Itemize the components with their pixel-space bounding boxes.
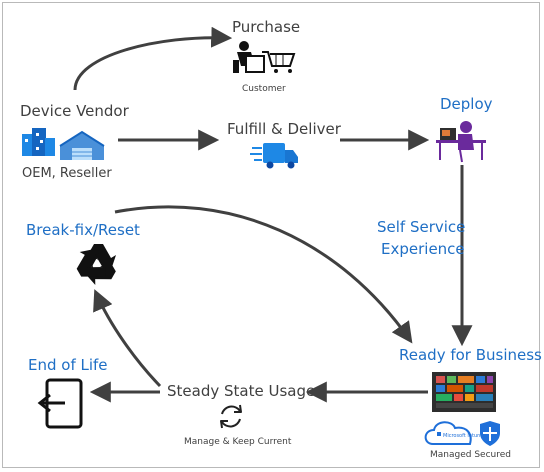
refresh-icon: [220, 404, 242, 429]
shield-icon: [480, 421, 500, 446]
exit-door-icon: [37, 378, 83, 429]
device-vendor-label: Device Vendor: [20, 102, 129, 120]
windows-start-screen-icon: [432, 372, 496, 412]
deploy-label: Deploy: [440, 95, 493, 113]
building-icon: [22, 128, 55, 156]
managed-secured-label: Managed Secured: [430, 450, 511, 460]
ready-for-business-label: Ready for Business: [399, 346, 542, 364]
manage-keep-current-label: Manage & Keep Current: [184, 437, 292, 447]
end-of-life-label: End of Life: [28, 356, 108, 374]
fulfill-deliver-label: Fulfill & Deliver: [227, 120, 341, 138]
customer-label: Customer: [242, 84, 286, 94]
self-service-label-line2: Experience: [381, 240, 465, 258]
break-fix-label: Break-fix/Reset: [26, 221, 140, 239]
cloud-intune-icon: Microsoft Intune: [424, 421, 483, 445]
steady-state-label: Steady State Usage: [167, 382, 316, 400]
arrow-steady-to-breakfix: [93, 289, 162, 388]
intune-label: Microsoft Intune: [443, 433, 483, 439]
arrow-breakfix-to-ready: [114, 205, 413, 344]
delivery-truck-icon: [250, 143, 298, 169]
warehouse-icon: [59, 130, 105, 160]
recycle-icon: [76, 244, 116, 285]
user-at-desk-icon: [436, 121, 486, 163]
purchase-label: Purchase: [232, 18, 301, 36]
customer-cart-icon: [233, 41, 296, 73]
self-service-label-line1: Self Service: [377, 218, 466, 236]
arrow-vendor-to-purchase: [73, 26, 233, 91]
oem-reseller-label: OEM, Reseller: [22, 166, 112, 181]
